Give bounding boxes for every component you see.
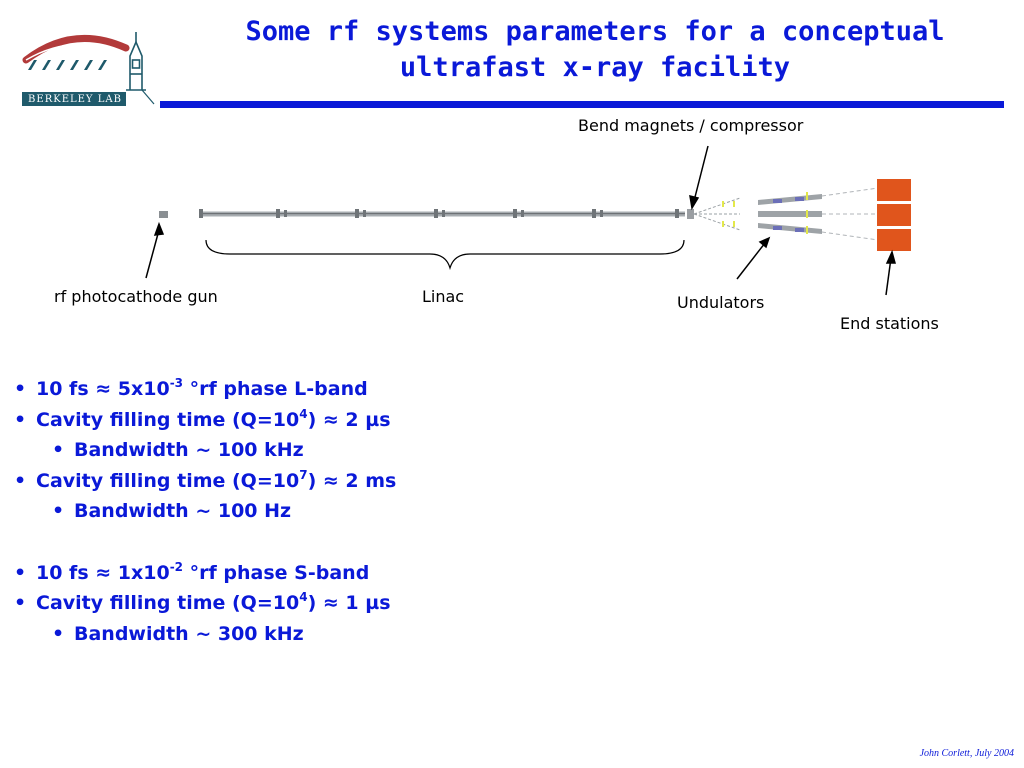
bullet-item: •10 fs ≈ 5x10-3 °rf phase L-band	[14, 376, 368, 400]
undulators-shape	[758, 187, 879, 241]
undulators-label: Undulators	[677, 293, 765, 312]
rf-gun-shape	[159, 211, 168, 218]
title-line-1: Some rf systems parameters for a concept…	[245, 16, 945, 47]
bullet-list: •10 fs ≈ 5x10-3 °rf phase L-band •Cavity…	[14, 374, 396, 649]
bullet-item: •Cavity filling time (Q=104) ≈ 1 µs	[14, 590, 391, 615]
compressor-shape	[687, 197, 741, 231]
linac-label: Linac	[422, 287, 465, 306]
sub-bullet-item: •Bandwidth ~ 100 kHz	[52, 439, 304, 462]
gun-arrow	[145, 229, 160, 279]
linac-brace	[205, 239, 685, 271]
accelerator-diagram	[145, 145, 911, 296]
footer-author: John Corlett, July 2004	[919, 748, 1014, 759]
bullet-item: •Cavity filling time (Q=107) ≈ 2 ms	[14, 467, 397, 492]
berkeley-lab-logo: BERKELEY LAB	[18, 18, 158, 110]
end-stations-label: End stations	[840, 314, 939, 333]
title-rule	[160, 101, 1004, 108]
bullet-spacer	[14, 527, 396, 558]
sub-bullet-item: •Bandwidth ~ 100 Hz	[52, 500, 292, 523]
bend-arrow	[693, 145, 709, 202]
sub-bullet-item: •Bandwidth ~ 300 kHz	[52, 622, 304, 645]
logo-text: BERKELEY LAB	[28, 94, 122, 105]
linac-shape	[199, 209, 685, 218]
undulators-arrow	[736, 242, 766, 280]
bend-magnets-label: Bend magnets / compressor	[578, 116, 804, 135]
bullet-item: •10 fs ≈ 1x10-2 °rf phase S-band	[14, 559, 370, 584]
slide-title: Some rf systems parameters for a concept…	[185, 14, 1005, 86]
bullet-item: •Cavity filling time (Q=104) ≈ 2 µs	[14, 406, 391, 431]
end-stations-shape	[877, 179, 911, 251]
title-line-2: ultrafast x-ray facility	[399, 52, 791, 83]
end-stations-arrow	[885, 257, 892, 296]
rf-gun-label: rf photocathode gun	[54, 287, 218, 306]
